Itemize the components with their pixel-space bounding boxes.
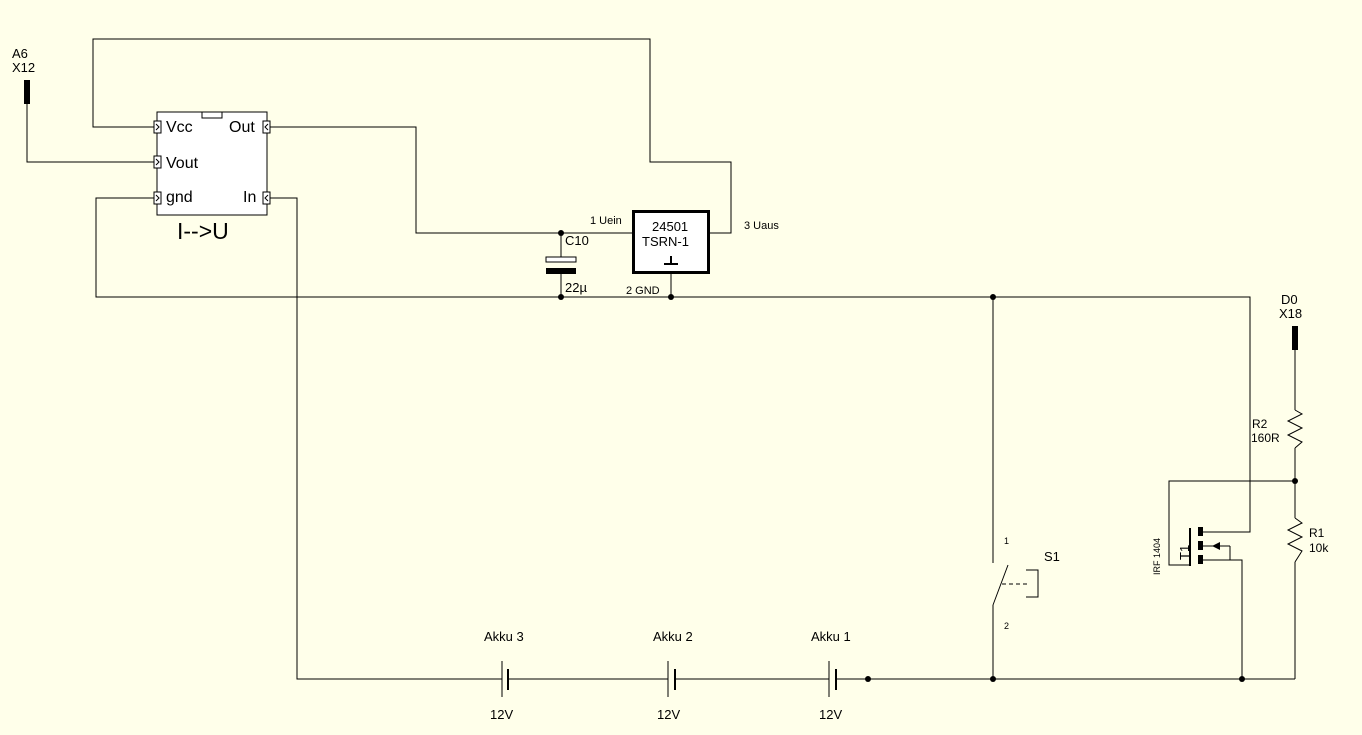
battery-name: Akku 1 bbox=[811, 629, 851, 644]
junction-dot bbox=[668, 294, 674, 300]
converter-pin-vcc: Vcc bbox=[166, 119, 193, 136]
battery-voltage: 12V bbox=[819, 707, 842, 722]
connector-pin bbox=[24, 80, 30, 104]
wire-source bbox=[1207, 559, 1243, 679]
wire-out-to-regulator-in bbox=[267, 126, 634, 234]
battery-akku1: Akku 1 12V bbox=[811, 629, 851, 722]
connector-d0: D0 X18 bbox=[1279, 292, 1302, 350]
pin-marker bbox=[262, 191, 271, 205]
resistor-r2: R2 160R bbox=[1251, 409, 1304, 449]
junction-dot bbox=[558, 230, 564, 236]
regulator: 24501 TSRN-1 1 Uein 2 GND 3 Uaus bbox=[590, 210, 779, 297]
pin-marker bbox=[153, 191, 162, 205]
resistor-r2-value: 160R bbox=[1251, 431, 1280, 445]
switch-pin2-label: 2 bbox=[1004, 621, 1009, 631]
junctions bbox=[558, 230, 1298, 682]
mosfet-arrow bbox=[1212, 542, 1220, 550]
transistor-type: IRF 1404 bbox=[1152, 538, 1162, 575]
capacitor-plate-negative bbox=[546, 268, 576, 274]
wires bbox=[26, 38, 1296, 680]
battery-name: Akku 2 bbox=[653, 629, 693, 644]
switch-button bbox=[1026, 569, 1039, 598]
resistor-r1-name: R1 bbox=[1309, 526, 1325, 540]
wire-a6-to-vout bbox=[26, 104, 157, 163]
connector-d0-label: D0 bbox=[1281, 292, 1298, 307]
battery-akku2: Akku 2 12V bbox=[653, 629, 693, 722]
resistor-r2-name: R2 bbox=[1252, 417, 1268, 431]
converter-pin-out: Out bbox=[229, 119, 255, 136]
regulator-type: TSRN-1 bbox=[642, 234, 689, 249]
battery-name: Akku 3 bbox=[484, 629, 524, 644]
mosfet-channel bbox=[1198, 555, 1203, 564]
pin-marker bbox=[262, 120, 271, 134]
wire-gate bbox=[1168, 480, 1295, 566]
switch-s1: S1 1 2 bbox=[992, 536, 1060, 631]
capacitor-c10: C10 22µ bbox=[545, 233, 589, 295]
converter-pin-vout: Vout bbox=[166, 155, 199, 172]
connector-a6-label: A6 bbox=[12, 46, 28, 61]
transistor-t1: T1 IRF 1404 bbox=[1152, 527, 1231, 575]
capacitor-plate-positive bbox=[545, 256, 577, 263]
converter-pin-gnd: gnd bbox=[166, 189, 193, 206]
converter-module: Vcc Vout gnd Out In I-->U bbox=[153, 111, 271, 244]
connector-d0-sublabel: X18 bbox=[1279, 306, 1302, 321]
wire-in-to-battery bbox=[267, 197, 502, 680]
wire-vcc-to-regulator-out bbox=[92, 38, 732, 234]
wire-gnd-rail-right bbox=[995, 296, 1251, 533]
battery-voltage: 12V bbox=[490, 707, 513, 722]
resistor-zigzag bbox=[1286, 517, 1304, 563]
switch-name: S1 bbox=[1044, 549, 1060, 564]
converter-notch bbox=[201, 111, 223, 119]
junction-dot bbox=[1292, 478, 1298, 484]
battery-akku3: Akku 3 12V bbox=[484, 629, 524, 722]
pin-marker bbox=[153, 155, 162, 169]
mosfet-channel bbox=[1198, 527, 1203, 536]
junction-dot bbox=[865, 676, 871, 682]
switch-pin1-label: 1 bbox=[1004, 536, 1009, 546]
regulator-part-number: 24501 bbox=[652, 219, 688, 234]
capacitor-value: 22µ bbox=[565, 280, 587, 295]
junction-dot bbox=[990, 294, 996, 300]
regulator-pin1-label: 1 Uein bbox=[590, 215, 622, 227]
junction-dot bbox=[1239, 676, 1245, 682]
connector-a6: A6 X12 bbox=[12, 46, 35, 104]
transistor-name: T1 bbox=[1177, 545, 1192, 560]
junction-dot bbox=[990, 676, 996, 682]
resistor-zigzag bbox=[1286, 409, 1304, 449]
battery-voltage: 12V bbox=[657, 707, 680, 722]
connector-a6-sublabel: X12 bbox=[12, 60, 35, 75]
regulator-pin3-label: 3 Uaus bbox=[744, 220, 779, 232]
pin-marker bbox=[153, 120, 162, 134]
switch-blade bbox=[992, 564, 1009, 606]
connector-pin bbox=[1292, 326, 1298, 350]
wire-gnd-to-rail bbox=[95, 197, 995, 298]
mosfet-channel bbox=[1198, 541, 1203, 550]
converter-pin-in: In bbox=[243, 189, 256, 206]
capacitor-name: C10 bbox=[565, 233, 589, 248]
resistor-r1: R1 10k bbox=[1286, 517, 1329, 563]
resistor-r1-value: 10k bbox=[1309, 541, 1329, 555]
junction-dot bbox=[558, 294, 564, 300]
regulator-pin2-label: 2 GND bbox=[626, 285, 660, 297]
converter-name: I-->U bbox=[177, 218, 229, 244]
